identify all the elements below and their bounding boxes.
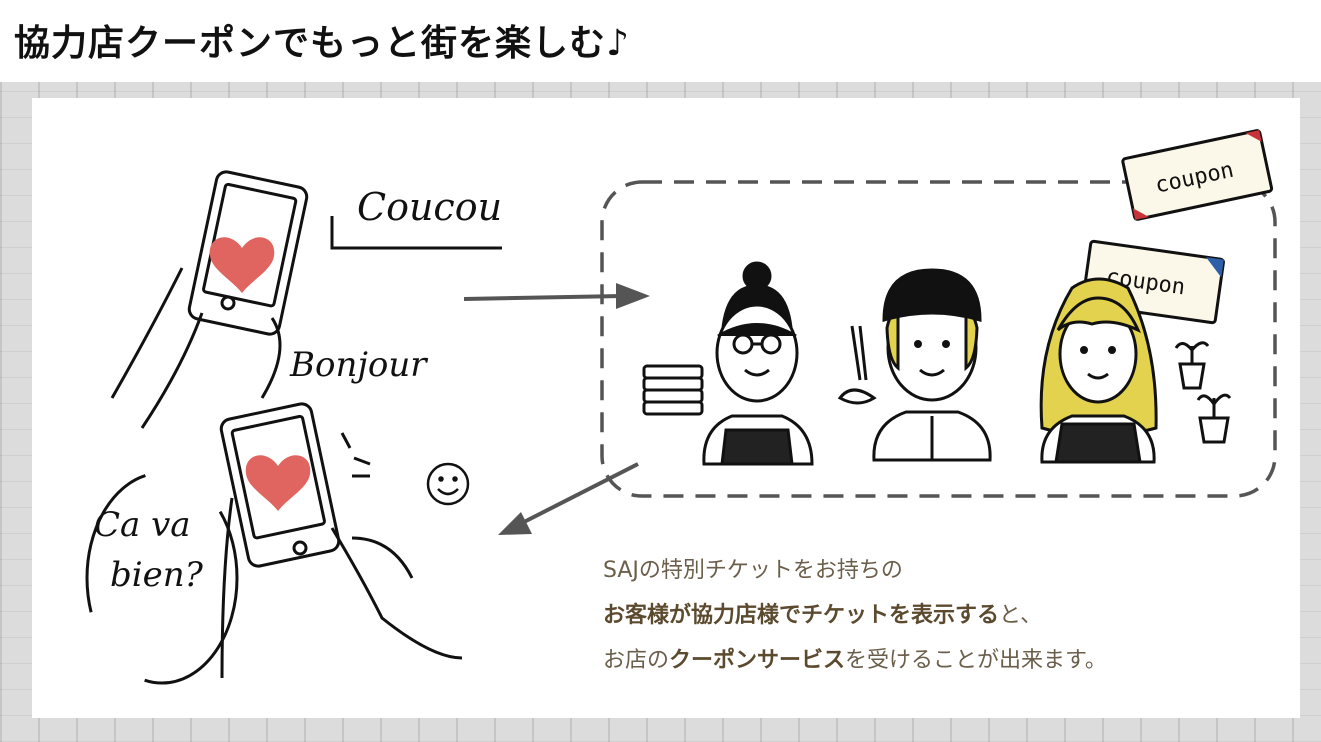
page-title: 協力店クーポンでもっと街を楽しむ♪ <box>14 23 630 64</box>
caption-rest-2: と、 <box>999 603 1043 628</box>
arrow-right <box>463 283 650 309</box>
arrow-down-left <box>498 462 639 535</box>
illustration: Coucou Bonjour Ca va bien? coupon coup <box>85 129 1277 685</box>
phone-bottom <box>219 402 463 679</box>
smiley-icon <box>426 462 470 506</box>
caption-rest-3: を受けることが出来ます。 <box>845 648 1107 673</box>
caption-text-3a: お店の <box>603 648 670 673</box>
handwriting-bonjour: Bonjour <box>289 345 428 385</box>
heart-icon-2 <box>245 455 311 511</box>
caption-line-1: SAJの特別チケットをお持ちの <box>603 548 1243 593</box>
caption-line-2: お客様が協力店様でチケットを表示すると、 <box>603 593 1243 638</box>
shopkeeper-woman-blonde <box>1039 277 1232 464</box>
caption-bold-2: お客様が協力店様でチケットを表示する <box>603 603 1000 628</box>
speech-circle <box>85 471 239 685</box>
caption-bold-3: クーポンサービス <box>669 648 846 673</box>
shopkeeper-woman-glasses <box>642 261 814 466</box>
header-bar: 協力店クーポンでもっと街を楽しむ♪ <box>0 0 1321 83</box>
heart-icon <box>209 237 275 293</box>
shops-dashed-box <box>600 180 1277 498</box>
handwriting-bien: bien? <box>110 555 204 595</box>
phone-top <box>110 170 502 429</box>
caption-line-3: お店のクーポンサービスを受けることが出来ます。 <box>603 638 1243 683</box>
coupon-ticket-top: coupon <box>1121 129 1274 221</box>
caption: SAJの特別チケットをお持ちの お客様が協力店様でチケットを表示すると、 お店の… <box>603 548 1243 683</box>
caption-text-1: SAJの特別チケットをお持ちの <box>603 558 903 583</box>
shopkeeper-man-beanie <box>837 268 992 462</box>
handwriting-coucou: Coucou <box>357 185 502 229</box>
handwriting-cava: Ca va <box>94 505 191 545</box>
